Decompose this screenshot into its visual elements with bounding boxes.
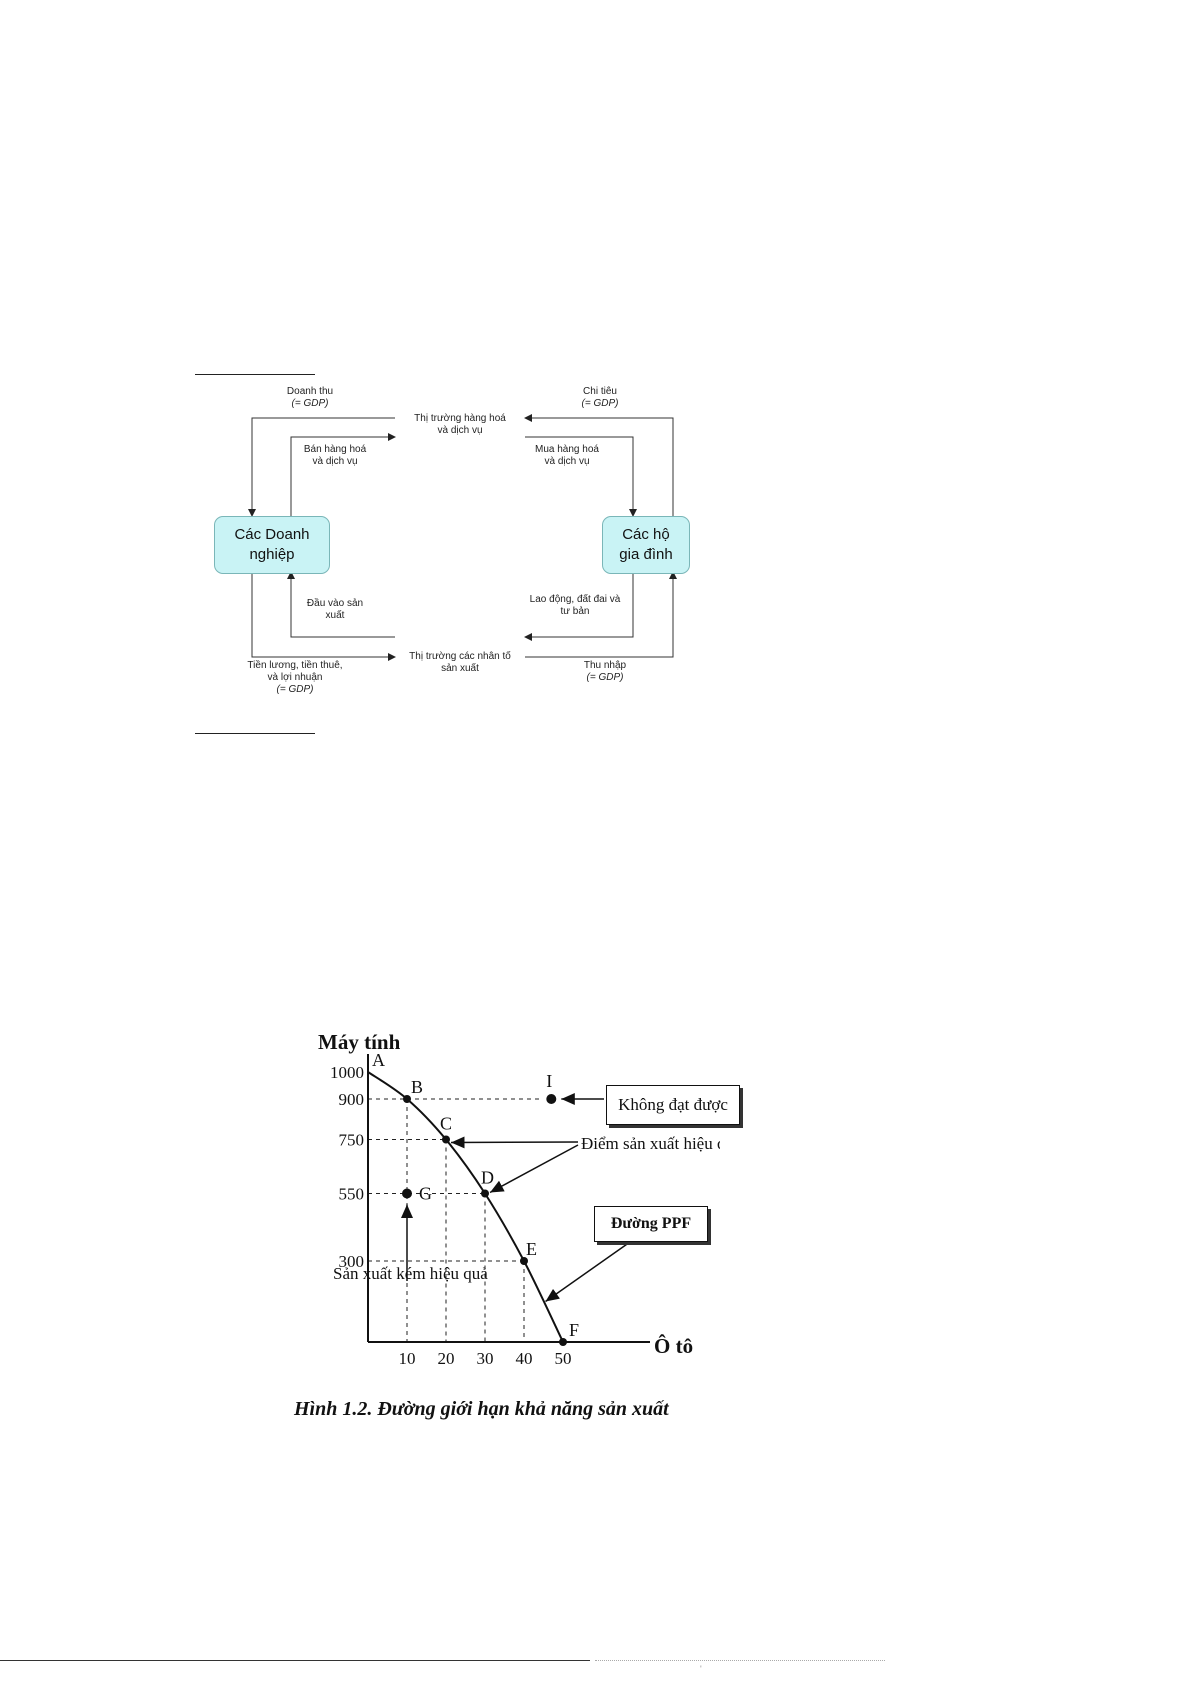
inputs-arrow (287, 571, 395, 638)
point-label-c: C (440, 1114, 452, 1134)
x-axis-label: Ô tô (654, 1334, 693, 1358)
households-label-1: Các hộ (622, 526, 670, 543)
y-axis-label: Máy tính (318, 1030, 401, 1054)
ppf-chart-svg: 1000 900 750 550 300 10 20 30 40 50 A BC D E F I G Máy t… (318, 1030, 742, 1368)
ppf-point (559, 1338, 567, 1346)
page-footer-rule-right (595, 1660, 885, 1661)
y-tick-label: 1000 (330, 1063, 364, 1082)
efficient-arrow-c (450, 1136, 579, 1149)
income-arrow (525, 571, 677, 658)
ppf-box: Đường PPF (594, 1206, 708, 1242)
firms-box: Các Doanh nghiệp (214, 516, 330, 574)
footer-fragment: ' (700, 1664, 702, 1674)
buy-goods-arrow (525, 436, 637, 517)
point-label-i: I (546, 1071, 552, 1091)
spending-label: Chi tiêu(= GDP) (581, 386, 619, 409)
point-label-e: E (526, 1239, 537, 1259)
income-label: Thu nhập(= GDP) (583, 660, 627, 683)
ppf-box-label: Đường PPF (610, 1215, 692, 1232)
y-tick-label: 300 (339, 1252, 365, 1271)
labor-arrow (524, 572, 634, 641)
annotation-inefficient: Sản xuất kém hiệu quả (333, 1264, 488, 1283)
point-label-g: G (419, 1184, 432, 1204)
point-g (402, 1188, 412, 1199)
annotation-efficient: Điểm sản xuất hiệu quả (581, 1134, 720, 1153)
circular-flow-diagram: Các Doanh nghiệp Các hộ gia đình Thị trư… (190, 372, 690, 712)
y-tick-label: 900 (339, 1090, 365, 1109)
point-label-a: A (372, 1050, 385, 1070)
point-label-d: D (481, 1168, 494, 1188)
x-tick-label: 50 (555, 1349, 572, 1368)
top-rule (195, 374, 315, 375)
ppf-point (442, 1135, 450, 1144)
spending-arrow (524, 414, 674, 516)
ppf-curve (367, 1071, 564, 1343)
wages-arrow (251, 572, 396, 661)
efficient-arrow-d (489, 1144, 579, 1194)
households-label-2: gia đình (619, 546, 673, 563)
figure-caption: Hình 1.2. Đường giới hạn khả năng sản xu… (294, 1398, 669, 1420)
point-i (546, 1094, 557, 1104)
revenue-label: Doanh thu(= GDP) (286, 386, 334, 409)
flow-arrows (248, 414, 677, 661)
x-tick-label: 20 (438, 1349, 455, 1368)
wages-label: Tiền lương, tiền thuê,và lợi nhuận (= GD… (247, 660, 343, 695)
bottom-rule (195, 733, 315, 734)
point-label-f: F (569, 1320, 579, 1340)
firms-label-2: nghiệp (249, 546, 295, 563)
households-box: Các hộ gia đình (602, 516, 690, 574)
sell-goods-arrow (290, 433, 396, 516)
ppf-point (403, 1095, 411, 1103)
point-label-b: B (411, 1077, 423, 1097)
firms-label-1: Các Doanh (234, 526, 310, 543)
revenue-arrow (248, 417, 395, 517)
unattainable-label: Không đạt được (618, 1095, 728, 1114)
x-tick-label: 30 (477, 1349, 494, 1368)
x-tick-label: 10 (399, 1349, 416, 1368)
ppf-point (520, 1257, 528, 1265)
x-tick-label: 40 (516, 1349, 533, 1368)
ppf-point (481, 1189, 489, 1198)
ppf-box-arrow (545, 1241, 631, 1303)
y-tick-label: 750 (339, 1131, 365, 1150)
y-tick-label: 550 (339, 1185, 365, 1204)
page-footer-rule (0, 1660, 590, 1661)
unattainable-box: Không đạt được (606, 1085, 740, 1125)
